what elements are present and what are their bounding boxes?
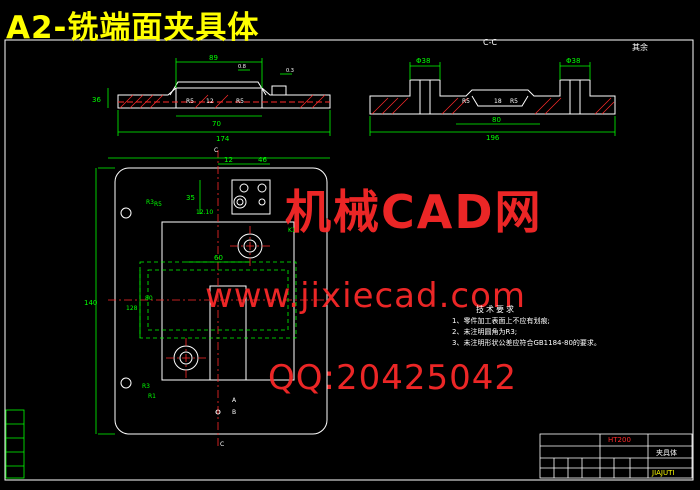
section-view xyxy=(369,79,616,115)
dim-80: 80 xyxy=(492,116,501,124)
label-a: A xyxy=(232,397,237,404)
dim-r3-bottom: R3 xyxy=(142,383,150,390)
dim-1210: 12.10 xyxy=(196,209,213,216)
dim-r5-left: R5 xyxy=(186,98,194,105)
tech-req-item-1: 1、零件加工表面上不应有划痕; xyxy=(452,317,550,325)
dim-60: 60 xyxy=(214,254,223,262)
dim-70: 70 xyxy=(212,120,221,128)
plan-view-centerlines xyxy=(108,150,334,446)
dim-196: 196 xyxy=(486,134,500,142)
tech-req-item-3: 3、未注明形状公差应符合GB1184-80的要求。 xyxy=(452,339,601,347)
tech-req-item-2: 2、未注明圆角为R3; xyxy=(452,328,518,336)
front-view xyxy=(117,81,331,109)
dim-89: 89 xyxy=(209,54,218,62)
dim-36: 36 xyxy=(92,96,101,104)
dim-r1-bottom: R1 xyxy=(148,393,156,400)
dim-12-plan: 12 xyxy=(224,156,233,164)
dim-phi38-left: Φ38 xyxy=(416,57,430,65)
dim-140: 140 xyxy=(84,299,97,307)
watermark-qq: QQ:20425042 xyxy=(268,358,518,398)
plan-view-dims xyxy=(95,157,330,435)
section-view-hatch xyxy=(371,97,615,115)
dim-r3-top: R3 xyxy=(146,199,154,206)
front-view-dims xyxy=(107,58,331,136)
title-block-code: JIAJUTI xyxy=(652,469,675,477)
title-block xyxy=(539,433,693,479)
dim-r5-right: R5 xyxy=(236,98,244,105)
label-k1: K1 xyxy=(288,227,296,234)
dim-r5-sec-left: R5 xyxy=(462,98,470,105)
section-view-dims xyxy=(369,62,616,136)
dim-128: 128 xyxy=(126,305,138,312)
watermark-url: www.jixiecad.com xyxy=(205,276,527,316)
dim-r5-sec-right: R5 xyxy=(510,98,518,105)
dim-80-plan: 80 xyxy=(145,295,153,302)
label-c-top: C xyxy=(214,147,218,154)
dim-12: 12 xyxy=(206,98,214,105)
drawing-title: A2-铣端面夹具体 xyxy=(6,10,260,46)
technical-requirements: 技术要求 1、零件加工表面上不应有划痕; 2、未注明圆角为R3; 3、未注明形状… xyxy=(452,304,601,349)
roughness-03: 0.3 xyxy=(286,68,294,74)
label-c-bottom: C xyxy=(220,441,224,448)
roughness-08: 0.8 xyxy=(238,64,246,70)
watermark-site-name: 机械CAD网 xyxy=(285,185,543,239)
view-label: 其余 xyxy=(632,42,648,52)
dim-phi38-right: Φ38 xyxy=(566,57,580,65)
dim-174: 174 xyxy=(216,135,230,143)
dim-46: 46 xyxy=(258,156,267,164)
front-view-hatch xyxy=(119,94,326,109)
left-strip xyxy=(5,409,25,479)
section-label: C-C xyxy=(483,38,497,47)
title-block-material: HT200 xyxy=(608,436,631,444)
title-block-part-name: 夹具体 xyxy=(656,449,677,457)
dim-18: 18 xyxy=(494,98,502,105)
tech-req-title: 技术要求 xyxy=(476,305,516,314)
dim-r5-top: R5 xyxy=(154,201,162,208)
label-b: B xyxy=(232,409,236,416)
dim-35: 35 xyxy=(186,194,195,202)
drawing-border xyxy=(4,39,694,481)
